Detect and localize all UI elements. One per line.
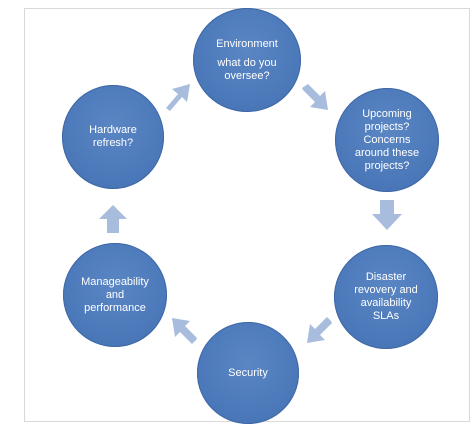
node-disaster-recovery: Disaster revovery and availability SLAs [334,245,438,349]
arrow-upcoming-to-disaster-icon [372,200,402,230]
node-manageability: Manageability and performance [63,243,167,347]
node-manageability-title: Manageability and performance [81,275,149,314]
node-security: Security [197,322,299,424]
arrow-disaster-to-security-icon [307,317,332,343]
node-disaster-recovery-title: Disaster revovery and availability SLAs [354,271,418,322]
node-upcoming-projects: Upcoming projects? Concerns around these… [335,88,439,192]
node-hardware-title: Hardware refresh? [89,124,137,149]
node-environment: Environment what do you oversee? [193,8,301,112]
node-environment-title: Environment [216,37,278,50]
node-environment-subtitle: what do you oversee? [217,56,277,82]
arrow-hardware-to-environment-icon [166,84,190,111]
arrow-manageability-to-hardware-icon [99,205,127,233]
node-security-title: Security [228,366,268,379]
arrow-environment-to-upcoming-icon [302,84,328,110]
arrow-security-to-manageability-icon [172,318,197,344]
node-hardware: Hardware refresh? [62,85,164,189]
node-upcoming-projects-title: Upcoming projects? Concerns around these… [354,107,420,172]
